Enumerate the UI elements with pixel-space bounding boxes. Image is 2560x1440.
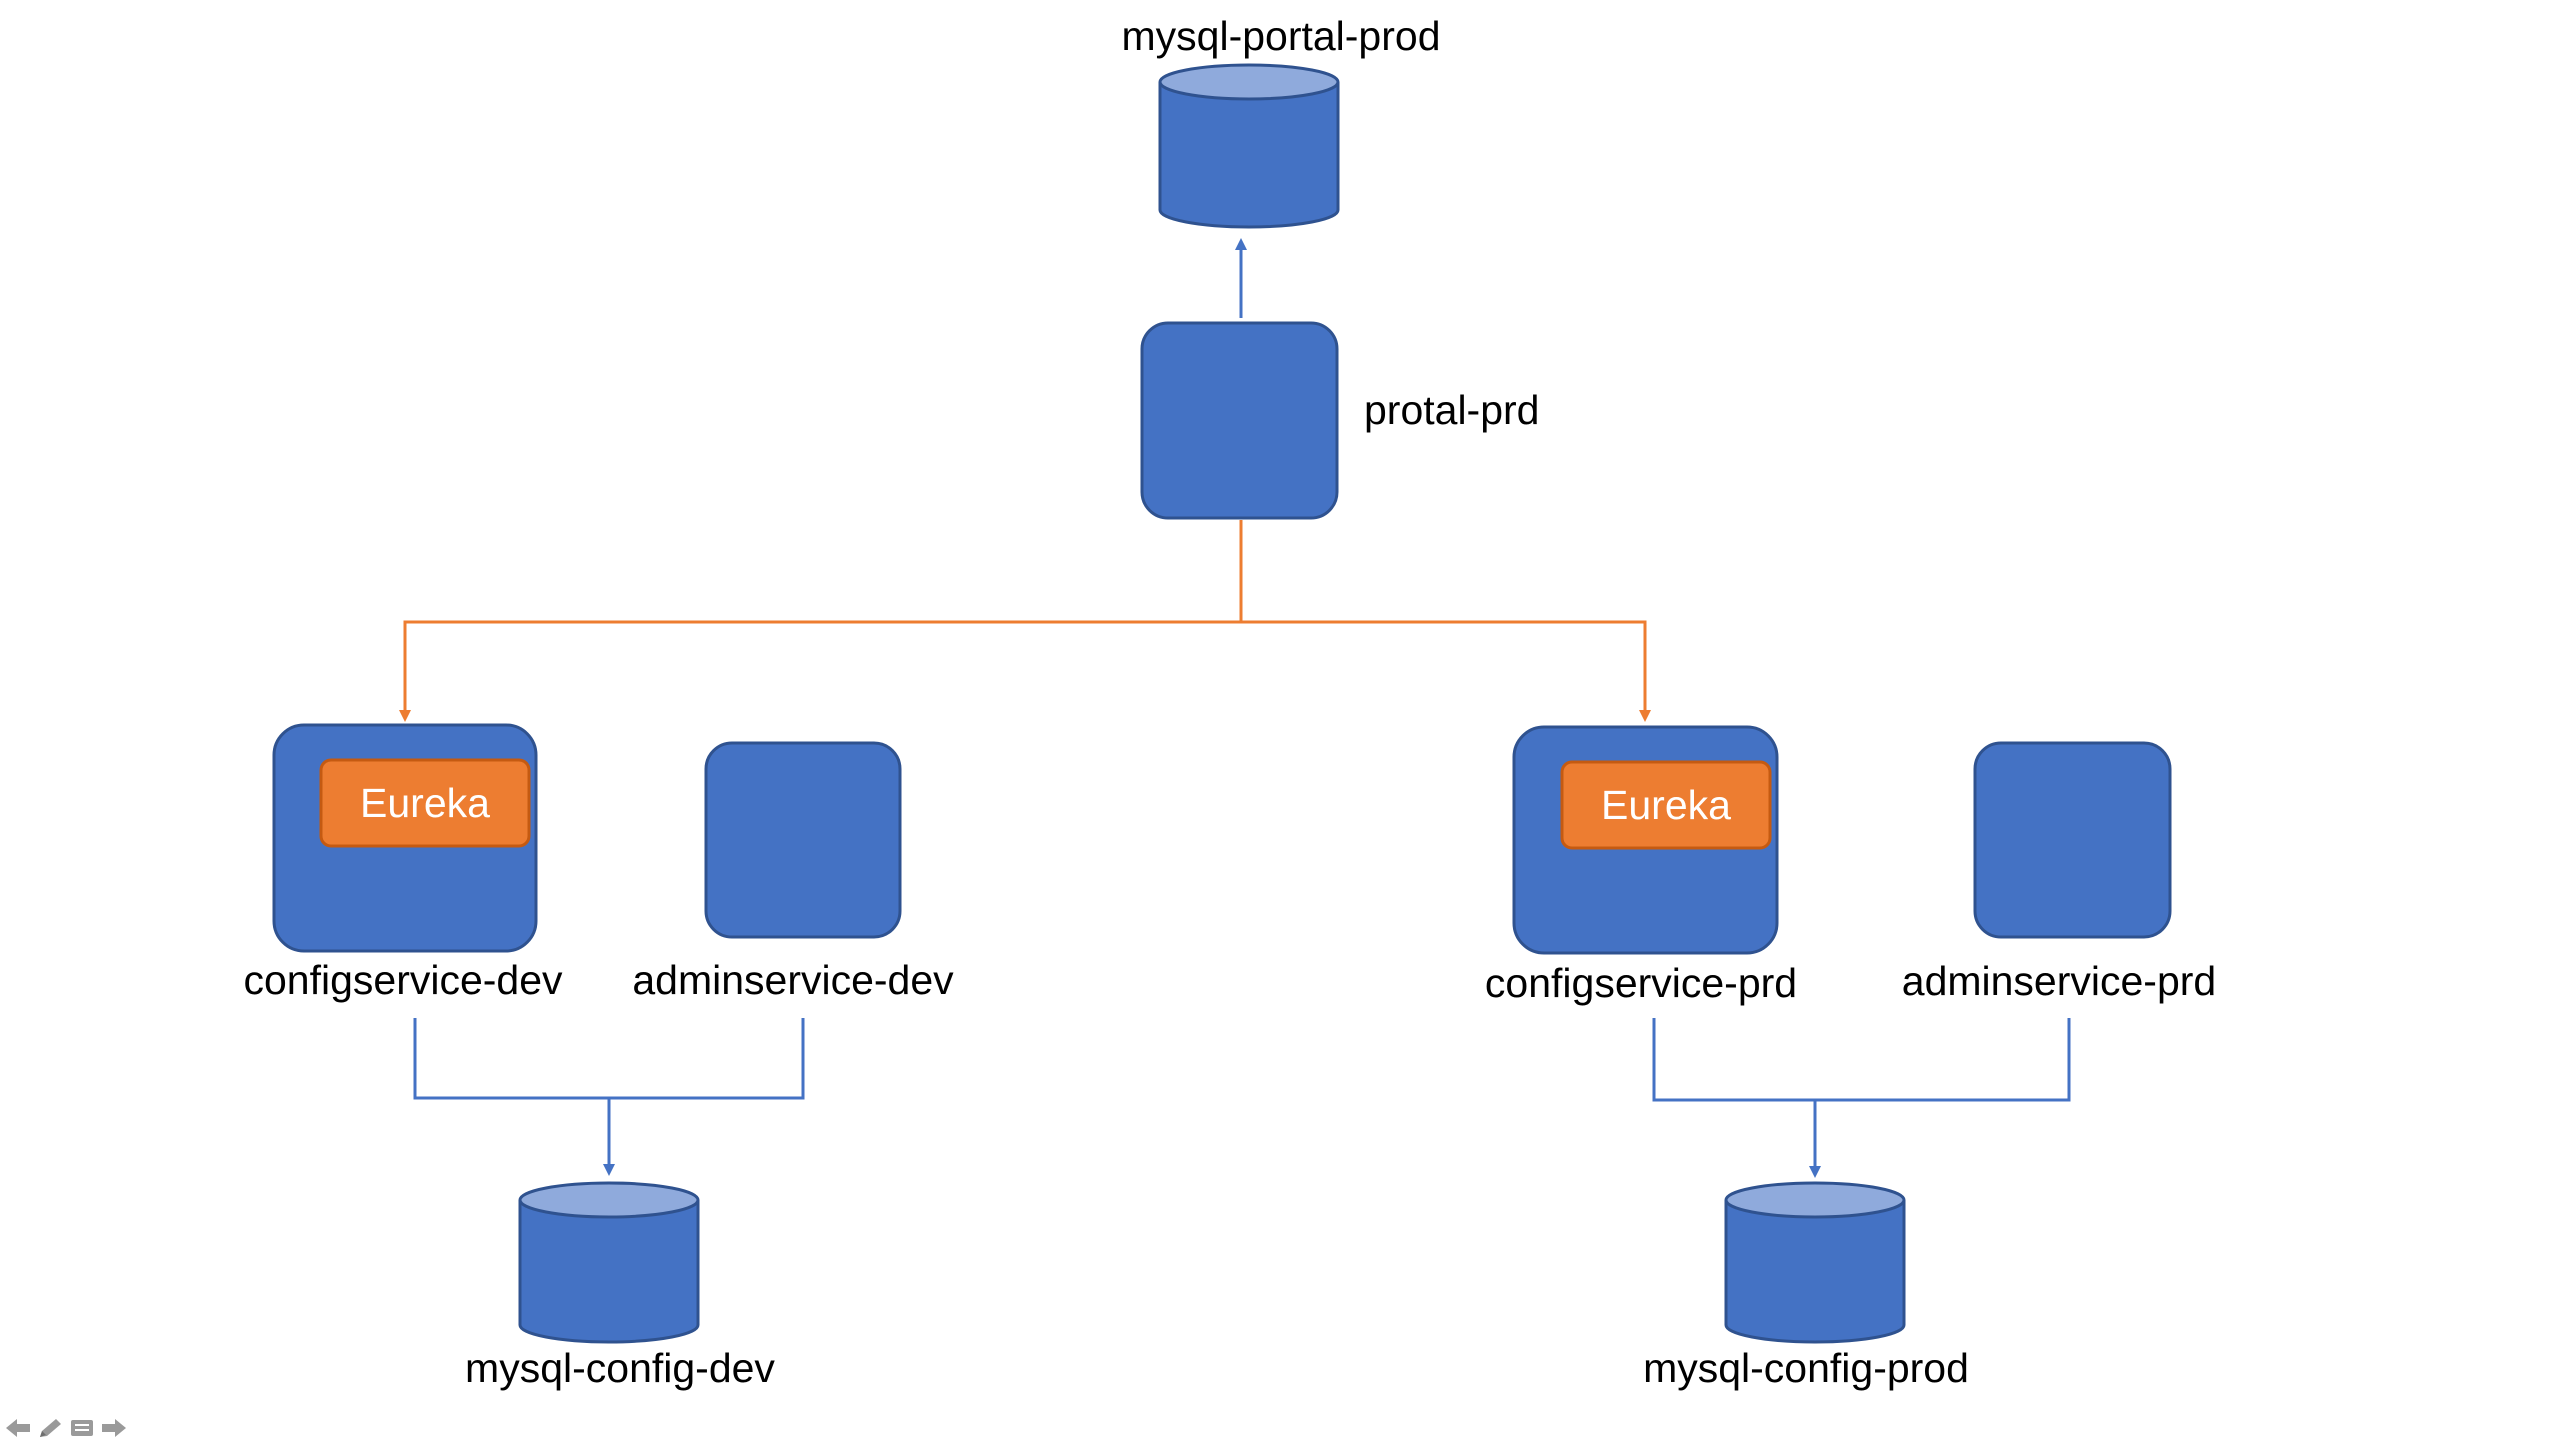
- label-adminservice-prd: adminservice-prd: [1902, 958, 2216, 1004]
- database-icon-mysql-config-prod: [1724, 1181, 1906, 1344]
- node-adminservice-prd: [1973, 741, 2172, 939]
- node-portal-prd: [1140, 321, 1339, 520]
- label-adminservice-dev: adminservice-dev: [632, 957, 954, 1003]
- label-mysql-config-prod: mysql-config-prod: [1643, 1345, 1969, 1391]
- eureka-label-dev: Eureka: [360, 780, 490, 826]
- connector-prd-services-join: [1652, 1018, 2071, 1102]
- connector-portal-to-configservice-dev: [399, 520, 1243, 722]
- label-mysql-portal-prod: mysql-portal-prod: [1122, 13, 1441, 59]
- database-icon-mysql-portal-prod: [1158, 63, 1340, 229]
- node-adminservice-dev: [704, 741, 902, 939]
- label-mysql-config-dev: mysql-config-dev: [465, 1345, 775, 1391]
- connector-dev-services-join: [413, 1018, 805, 1100]
- connector-portal-to-configservice-prd: [1241, 620, 1651, 722]
- pen-icon[interactable]: [36, 1417, 64, 1439]
- label-configservice-dev: configservice-dev: [243, 957, 563, 1003]
- eureka-box-prd: [1560, 760, 1772, 850]
- next-arrow-icon[interactable]: [100, 1417, 128, 1439]
- eureka-box-dev: [319, 758, 531, 848]
- label-configservice-prd: configservice-prd: [1485, 960, 1797, 1006]
- database-icon-mysql-config-dev: [518, 1181, 700, 1344]
- label-portal-prd: protal-prd: [1364, 387, 1539, 433]
- slideshow-controls: [4, 1417, 128, 1439]
- eureka-label-prd: Eureka: [1601, 782, 1731, 828]
- prev-arrow-icon[interactable]: [4, 1417, 32, 1439]
- slides-menu-icon[interactable]: [68, 1417, 96, 1439]
